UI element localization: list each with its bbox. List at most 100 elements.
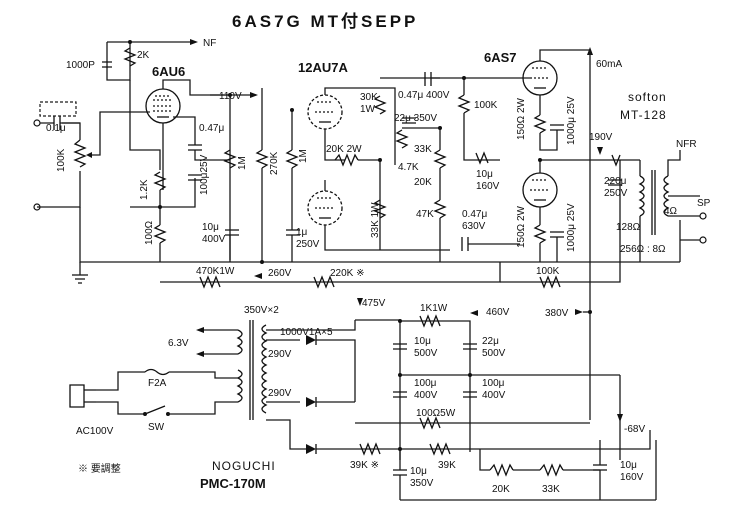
ground-icon bbox=[72, 274, 88, 284]
ot-primary bbox=[638, 175, 645, 217]
feedback-lines: 470K1W 260V 220K ※ 100K 380V bbox=[160, 160, 621, 319]
r-39k-a-label: 39K ※ bbox=[350, 460, 379, 471]
r-39k-a bbox=[359, 442, 381, 456]
r-47k-label: 47K bbox=[416, 209, 434, 220]
r-4-7k bbox=[395, 129, 409, 149]
vr-20k bbox=[433, 149, 447, 169]
v-6-3-label: 6.3V bbox=[168, 338, 189, 349]
r-270k bbox=[255, 149, 269, 169]
r-220k-label: 220K ※ bbox=[330, 268, 365, 279]
ma-60-label: 60mA bbox=[596, 59, 622, 70]
cap-22u350-label: 22μ 350V bbox=[394, 113, 437, 124]
r-4-7k-label: 4.7K bbox=[398, 162, 419, 173]
r-150-2w-a bbox=[533, 114, 547, 134]
cap-1u250 bbox=[286, 229, 300, 236]
r-39k-b-label: 39K bbox=[438, 460, 456, 471]
vr-20k-label: 20K bbox=[414, 177, 432, 188]
z-4-label: 4Ω bbox=[664, 206, 678, 217]
model-label: MT-128 bbox=[620, 108, 667, 122]
r-150-2w-a-label: 150Ω 2W bbox=[516, 98, 527, 141]
input-section: 0.1μ 100K bbox=[33, 101, 680, 284]
cap-10u160-b bbox=[593, 464, 607, 471]
cap-22u350 bbox=[402, 117, 416, 124]
cap-100u400-a bbox=[393, 391, 407, 398]
cap-1000u25-b-label: 1000μ 25V bbox=[566, 203, 577, 252]
v-260-label: 260V bbox=[268, 268, 292, 279]
sp-terminal-b bbox=[699, 236, 707, 244]
nfr-label: NFR bbox=[676, 139, 697, 150]
ac-input: F2A SW AC100V bbox=[69, 368, 238, 437]
sw-label: SW bbox=[148, 422, 165, 433]
r-100k-top-label: 100K bbox=[474, 100, 498, 111]
tube-6as7: 6AS7 60mA bbox=[484, 47, 622, 420]
fuse-label: F2A bbox=[148, 378, 167, 389]
tube-12au7a-label: 12AU7A bbox=[298, 60, 348, 75]
cap-10u400 bbox=[225, 229, 239, 236]
sp-terminal-a bbox=[699, 212, 707, 220]
heater-arrows bbox=[196, 327, 204, 357]
nf-label: NF bbox=[203, 38, 216, 49]
v-290-b-label: 290V bbox=[268, 388, 292, 399]
r-100-label: 100Ω bbox=[144, 220, 155, 245]
cap-047-400-label: 0.47μ 400V bbox=[398, 90, 450, 101]
r-1m-b-label: 1M bbox=[298, 149, 309, 163]
switch-icon bbox=[144, 405, 166, 415]
v-290-a-label: 290V bbox=[268, 349, 292, 360]
r-47k bbox=[433, 199, 447, 219]
stage1-cathode: 1.2K 100μ25V 100Ω 0.47μ bbox=[130, 123, 230, 262]
r-20k2w-label: 20K 2W bbox=[326, 144, 362, 155]
ratio-label: 256Ω : 8Ω bbox=[620, 244, 666, 255]
cap-22u500 bbox=[463, 343, 477, 350]
tube-12au7a: 12AU7A bbox=[298, 60, 450, 251]
z-128-label: 128Ω bbox=[616, 222, 641, 233]
cap-1000u25-b bbox=[550, 231, 564, 238]
input-cap-label: 0.1μ bbox=[46, 123, 66, 134]
r-100k-fb bbox=[539, 275, 561, 289]
diode-1-icon bbox=[306, 335, 316, 345]
v-190-label: 190V bbox=[589, 132, 613, 143]
r-1k1w-label: 1K1W bbox=[420, 303, 448, 314]
arrow-380v bbox=[575, 309, 583, 315]
junction-dots bbox=[128, 40, 592, 451]
plug-icon bbox=[69, 384, 96, 408]
arrow-260v bbox=[254, 273, 262, 279]
v-460-label: 460V bbox=[486, 307, 510, 318]
diode-rating-label: 1000V1A×5 bbox=[280, 327, 333, 338]
cap-047-630 bbox=[461, 237, 469, 251]
pt-secondary bbox=[261, 324, 268, 414]
power-transformer: 350V×2 6.3V 290V 290V 1000V1A×5 bbox=[168, 305, 333, 420]
tube-6as7-label: 6AS7 bbox=[484, 50, 517, 65]
output-cathodes: 150Ω 2W 1000μ 25V 150Ω 2W 1000μ 25V bbox=[516, 96, 577, 262]
diode-3-icon bbox=[306, 444, 316, 454]
arrow-460v bbox=[470, 310, 478, 316]
cap-1000u25-a-label: 1000μ 25V bbox=[566, 96, 577, 145]
r-470k1w-label: 470K1W bbox=[196, 266, 235, 277]
sp-label: SP bbox=[697, 198, 711, 209]
r-2k bbox=[123, 47, 137, 67]
diode-2-icon bbox=[306, 397, 316, 407]
vr-20k-b bbox=[489, 463, 514, 477]
cap-100u400-b bbox=[463, 391, 477, 398]
v-380-label: 380V bbox=[545, 308, 569, 319]
r-100k-top bbox=[457, 94, 471, 114]
vr-20k-b-label: 20K bbox=[492, 484, 510, 495]
volume-label: 100K bbox=[56, 148, 67, 172]
cap-1000u25-a bbox=[550, 124, 564, 131]
r-1m-a bbox=[223, 149, 237, 169]
r-100 bbox=[153, 224, 167, 244]
pt-350x2-label: 350V×2 bbox=[244, 305, 279, 316]
cap-047-400 bbox=[424, 72, 432, 86]
r-1m-a-label: 1M bbox=[237, 156, 248, 170]
nf-network: NF 1000P 2K bbox=[66, 38, 216, 170]
